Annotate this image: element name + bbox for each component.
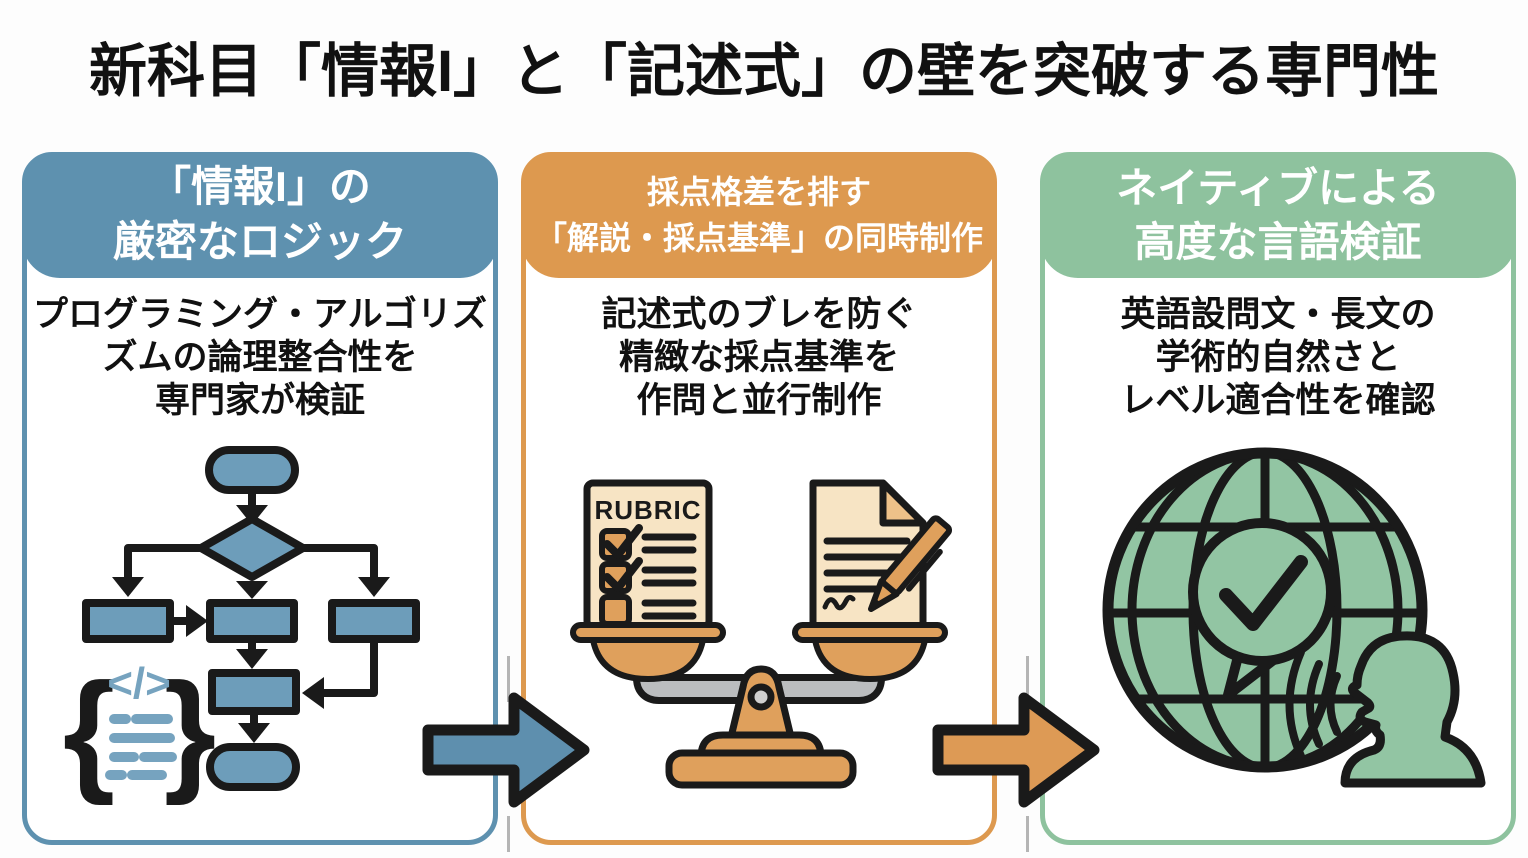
card-body-line: 精緻な採点基準を — [618, 338, 899, 378]
flowchart-process-box — [82, 599, 174, 643]
flowchart-process-box — [208, 669, 300, 715]
card-native-language-check: ネイティブによる 高度な言語検証 英語設問文・長文の 学術的自然さと レベル適合… — [1040, 152, 1516, 845]
card-header-line: 「情報I」の — [149, 163, 371, 211]
pen-icon — [868, 515, 953, 612]
card-header-line: 厳密なロジック — [112, 218, 407, 265]
card-body-line: 記述式のブレを防ぐ — [601, 295, 917, 334]
rubric-label: RUBRIC — [594, 495, 701, 525]
card-header-line: 採点格差を排す — [646, 173, 871, 210]
card-header-native-check: ネイティブによる 高度な言語検証 — [1040, 152, 1516, 278]
divider-tick — [507, 656, 510, 702]
right-arrow-icon — [932, 692, 1100, 808]
card-body-line: 学術的自然さと — [1155, 338, 1401, 378]
flowchart-process-box — [328, 599, 420, 643]
flowchart-illustration: { } </> — [63, 446, 420, 806]
flow-arrow-blue — [422, 692, 590, 808]
speaker-head-icon — [1340, 631, 1486, 788]
balance-scale-illustration: RUBRIC — [570, 479, 953, 789]
globe-speech-illustration — [1102, 447, 1486, 788]
card-body-information-logic: プログラミング・アルゴリズ ズムの論理整合性を 専門家が検証 — [31, 293, 489, 422]
right-pan-icon — [792, 622, 948, 682]
arrowhead-icon — [302, 677, 324, 709]
right-arrow-icon — [422, 692, 590, 808]
close-brace-glyph: } — [164, 655, 217, 806]
code-tag-glyph: </> — [107, 659, 171, 708]
divider-tick — [507, 816, 510, 852]
rubric-document-icon: RUBRIC — [583, 479, 713, 631]
draft-document-icon — [809, 479, 953, 631]
flowchart-end-node — [206, 743, 300, 791]
arrowhead-icon — [112, 577, 144, 597]
folded-corner — [879, 479, 927, 527]
arrowhead-icon — [236, 649, 268, 669]
flowchart-decision-diamond — [197, 515, 307, 581]
flowchart-process-box — [206, 599, 298, 643]
card-header-rubric: 採点格差を排す 「解説・採点基準」の同時制作 — [521, 152, 997, 278]
card-body-line: 専門家が検証 — [154, 381, 365, 421]
left-pan-icon — [570, 622, 726, 682]
card-body-native-check: 英語設問文・長文の 学術的自然さと レベル適合性を確認 — [1049, 293, 1507, 422]
pen-tip — [871, 598, 882, 609]
arrowhead-icon — [186, 605, 208, 637]
arrowhead-icon — [238, 723, 270, 743]
card-header-line: 「解説・採点基準」の同時制作 — [534, 220, 983, 256]
code-icon: { } </> — [63, 655, 217, 806]
card-information-logic: 「情報I」の 厳密なロジック プログラミング・アルゴリズ ズムの論理整合性を 専… — [22, 152, 498, 845]
card-body-rubric: 記述式のブレを防ぐ 精緻な採点基準を 作問と並行制作 — [530, 293, 988, 422]
card-header-line: ネイティブによる — [1116, 164, 1440, 211]
flowchart-start-node — [205, 446, 299, 494]
flow-arrow-orange — [932, 692, 1100, 808]
card-body-line: プログラミング・アルゴリズ — [33, 295, 487, 334]
signature-squiggle — [822, 594, 856, 611]
arrowhead-icon — [358, 577, 390, 597]
code-lines-icon — [105, 714, 177, 780]
card-header-line: 高度な言語検証 — [1134, 219, 1422, 265]
speech-bubble-check-icon — [1188, 518, 1336, 700]
pen-clip — [905, 548, 943, 592]
page-title: 新科目「情報I」と「記述式」の壁を突破する専門性 — [88, 39, 1440, 104]
open-brace-glyph: { — [63, 655, 116, 806]
card-body-line: ズムの論理整合性を — [102, 338, 418, 378]
checkbox-empty-icon — [599, 594, 632, 627]
scale-base — [665, 749, 857, 789]
pivot-hole — [747, 683, 775, 711]
card-rubric-production: 採点格差を排す 「解説・採点基準」の同時制作 記述式のブレを防ぐ 精緻な採点基準… — [521, 152, 997, 845]
divider-tick — [1026, 816, 1029, 852]
check-mark-icon — [1219, 555, 1308, 631]
card-body-line: 英語設問文・長文の — [1120, 295, 1436, 334]
card-header-information-logic: 「情報I」の 厳密なロジック — [22, 152, 498, 278]
card-body-line: 作問と並行制作 — [636, 381, 882, 421]
divider-tick — [1026, 656, 1029, 702]
arrowhead-icon — [236, 581, 268, 599]
card-body-line: レベル適合性を確認 — [1120, 381, 1436, 421]
sound-waves-icon — [1285, 648, 1341, 760]
